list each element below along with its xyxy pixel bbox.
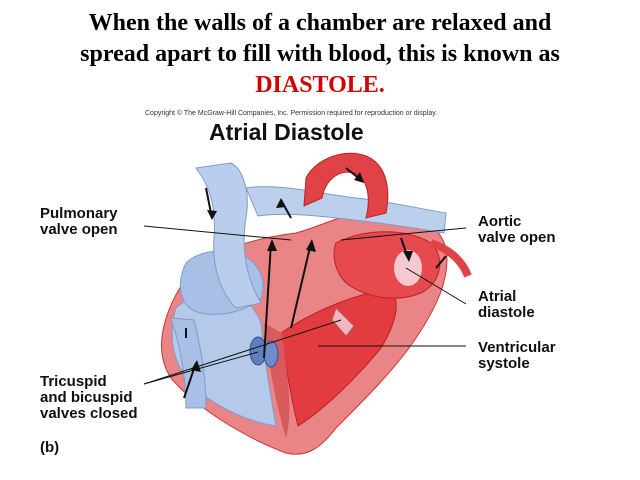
inferior-vena-cava	[170, 317, 207, 409]
left-ventricle	[280, 287, 397, 427]
label-tricuspid-bicuspid: Tricuspid and bicuspid valves closed	[40, 374, 138, 422]
label-ventricular-systole: Ventricular systole	[478, 340, 556, 372]
label-aortic-valve: Aortic valve open	[478, 214, 556, 246]
label-atrial-line1: Atrial	[478, 288, 517, 305]
label-pulmonary-line2: valve open	[40, 221, 118, 238]
heading-line-2: spread apart to fill with blood, this is…	[80, 41, 560, 67]
label-aortic-line1: Aortic	[478, 213, 522, 230]
label-tricuspid-line3: valves closed	[40, 405, 138, 422]
label-pulmonary-line1: Pulmonary	[40, 205, 118, 222]
heading-line-1: When the walls of a chamber are relaxed …	[88, 10, 552, 36]
heading-highlight-diastole: DIASTOLE.	[255, 72, 385, 98]
slide-heading: When the walls of a chamber are relaxed …	[0, 8, 640, 101]
label-ventricular-line1: Ventricular	[478, 339, 556, 356]
pulmonary-trunk	[195, 162, 262, 309]
atrial-highlight	[394, 250, 422, 286]
label-ventricular-line2: systole	[478, 355, 530, 372]
bicuspid-valve	[331, 307, 355, 337]
leader-lines	[143, 225, 467, 385]
pulmonary-vein	[429, 239, 472, 278]
aorta	[303, 152, 389, 219]
label-pulmonary-valve: Pulmonary valve open	[40, 206, 118, 238]
heart-diagram: Copyright © The McGraw-Hill Companies, I…	[36, 108, 584, 460]
label-atrial-line2: diastole	[478, 304, 535, 321]
tricuspid-valve	[249, 336, 279, 368]
label-tricuspid-line1: Tricuspid	[40, 373, 107, 390]
copyright-notice: Copyright © The McGraw-Hill Companies, I…	[145, 110, 438, 117]
label-tricuspid-line2: and bicuspid	[40, 389, 133, 406]
label-atrial-diastole: Atrial diastole	[478, 289, 535, 321]
heart-illustration	[143, 152, 472, 455]
label-aortic-line2: valve open	[478, 229, 556, 246]
panel-label: (b)	[40, 439, 60, 456]
figure-title: Atrial Diastole	[209, 119, 364, 145]
